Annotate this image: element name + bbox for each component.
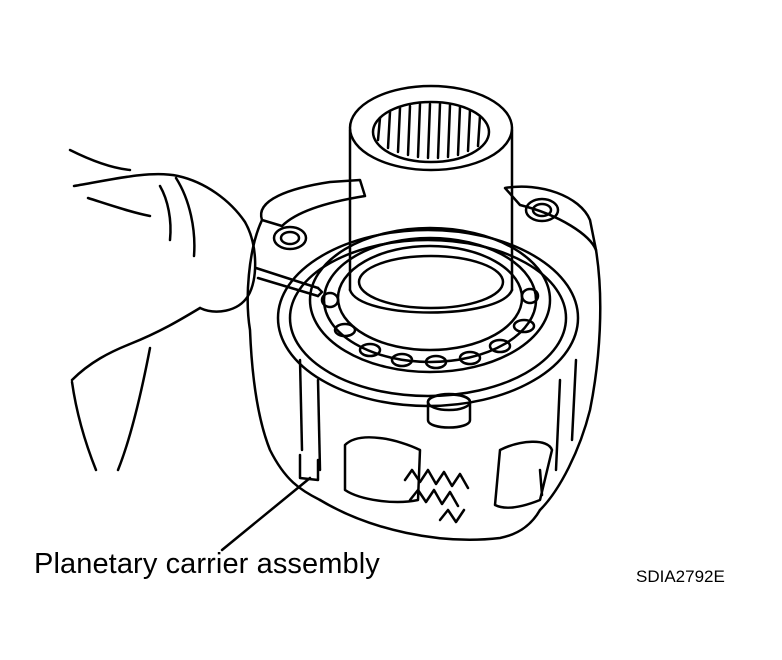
hand-with-feeler-gauge	[68, 148, 324, 472]
callout-leader-line	[220, 476, 312, 552]
shaft-sleeve	[348, 84, 514, 314]
carrier-housing	[246, 178, 602, 541]
callout-label: Planetary carrier assembly	[34, 548, 380, 580]
bearing-race	[308, 226, 552, 374]
figure-code: SDIA2792E	[636, 567, 725, 586]
